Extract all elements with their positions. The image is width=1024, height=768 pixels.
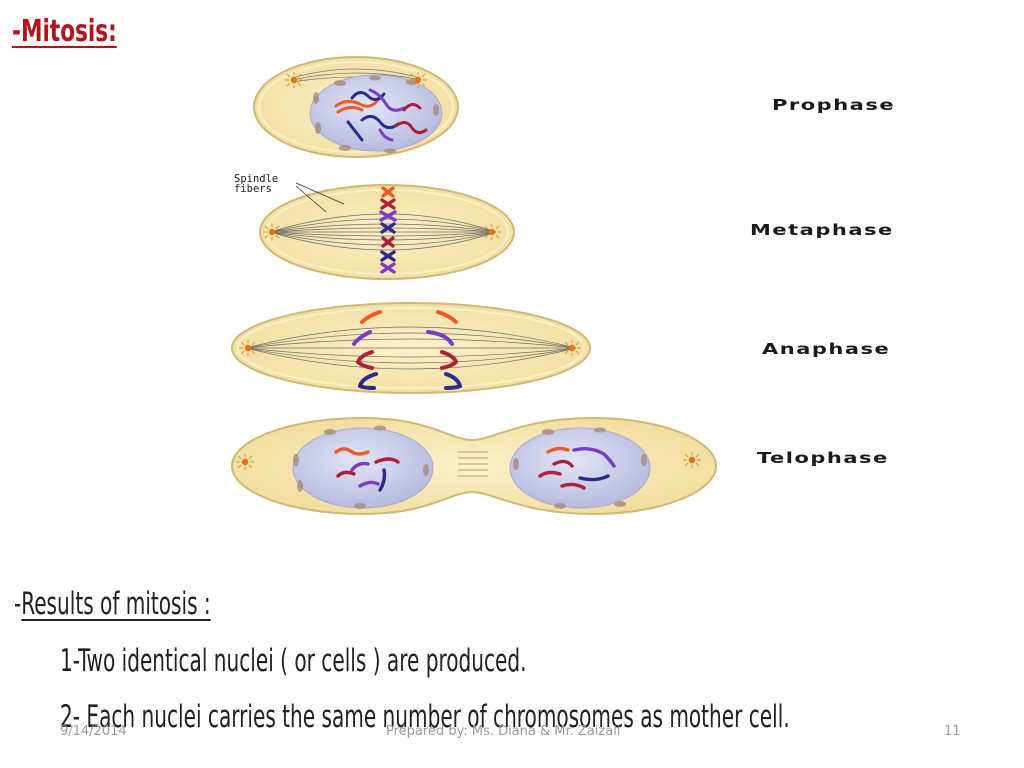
mitosis-diagram	[230, 56, 718, 516]
phase-label-prophase: Prophase	[772, 96, 896, 114]
footer-page-number: 11	[944, 724, 961, 739]
result-item-1: 1-Two identical nuclei ( or cells ) are …	[60, 643, 527, 679]
telophase-cell	[230, 416, 718, 516]
footer-date: 9/14/2014	[60, 724, 127, 739]
spindle-fibers-label-line2: fibers	[234, 183, 272, 195]
phase-label-telophase: Telophase	[757, 449, 889, 467]
slide-title: -Mitosis:	[12, 14, 117, 49]
phase-label-metaphase: Metaphase	[750, 221, 894, 239]
footer-credit: Prepared by: Ms. Diana & Mr. Zaizali	[386, 724, 621, 739]
results-heading: -Results of mitosis :	[14, 586, 211, 622]
spindle-fibers-label-line1: Spindle	[234, 173, 279, 185]
results-heading-text: Results of mitosis :	[21, 586, 211, 622]
anaphase-cell	[231, 302, 591, 394]
results-heading-prefix: -	[14, 586, 22, 622]
prophase-cell	[253, 56, 459, 158]
phase-label-anaphase: Anaphase	[762, 340, 891, 358]
result-item-2: 2- Each nuclei carries the same number o…	[60, 699, 790, 735]
metaphase-cell	[259, 182, 515, 280]
